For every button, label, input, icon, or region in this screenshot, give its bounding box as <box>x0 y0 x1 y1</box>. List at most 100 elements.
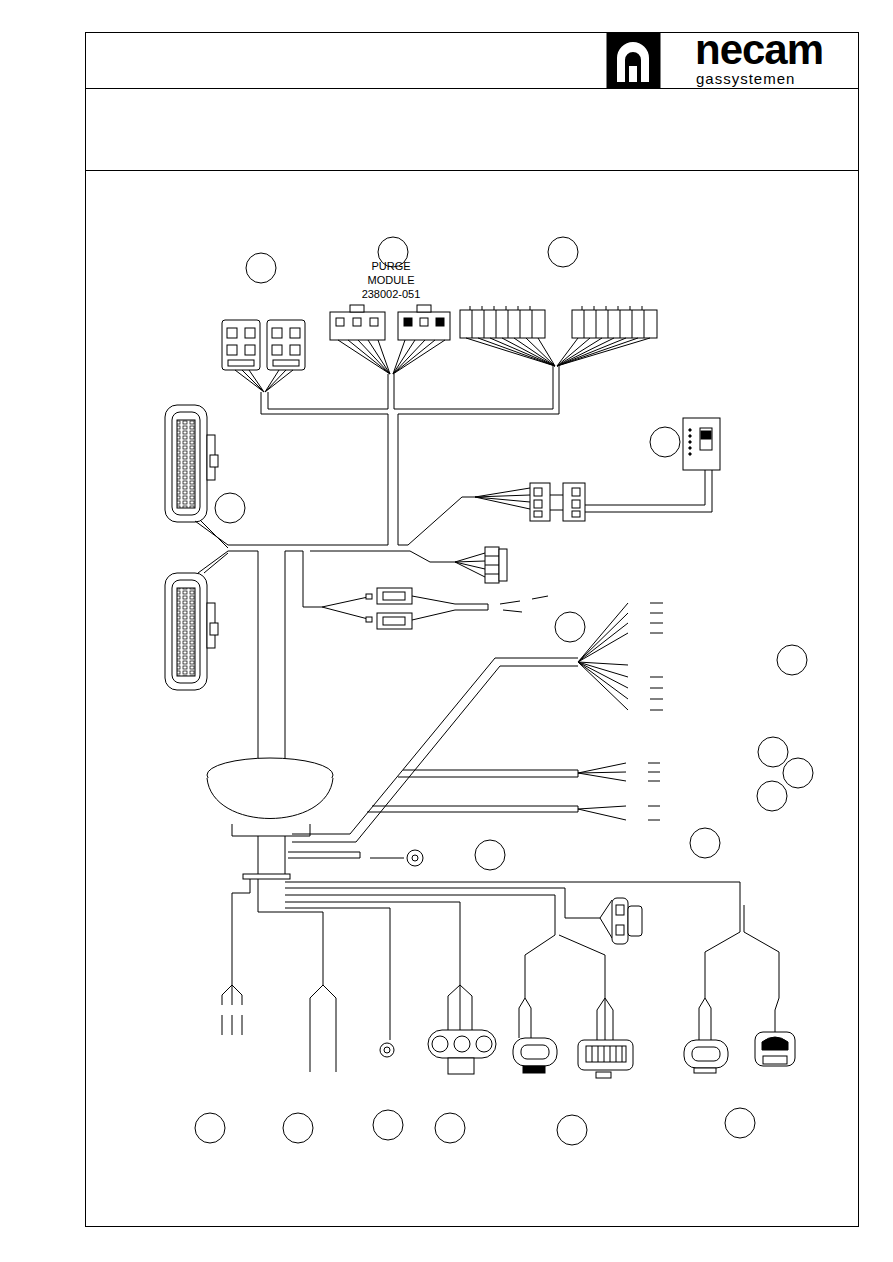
lower-harness <box>705 905 779 985</box>
callout-circle <box>195 237 813 1145</box>
two-pin-connector <box>699 985 711 1040</box>
callout-circle <box>548 237 578 267</box>
purge-connector <box>338 340 390 374</box>
three-pin-connector <box>428 1030 496 1058</box>
lower-harness <box>243 874 290 879</box>
purge-connector <box>353 318 361 326</box>
switch-connector <box>572 488 580 496</box>
switch-connector <box>475 488 530 509</box>
relay-connector <box>228 360 254 366</box>
callout-circle <box>777 645 807 675</box>
ecu-connector <box>165 405 228 690</box>
fuse-holder <box>383 592 405 600</box>
fuse-holder <box>322 597 368 619</box>
wire-harness <box>228 545 388 546</box>
long-branch <box>292 666 578 842</box>
wire-harness <box>268 374 388 409</box>
long-branch <box>292 603 663 842</box>
callout-circle <box>283 1113 313 1143</box>
multi-pin-connector <box>584 310 644 338</box>
page-frame <box>85 33 859 1227</box>
two-pin-connector <box>513 1038 557 1066</box>
multi-pin-connector <box>460 310 545 338</box>
wire-harness <box>228 551 258 760</box>
relay-connector <box>245 345 255 355</box>
multi-pin-connector <box>472 310 532 338</box>
relay-connector <box>235 370 293 392</box>
page-frame <box>85 88 858 89</box>
switch-connector <box>534 500 542 508</box>
callout-circle <box>475 840 505 870</box>
brand-subtitle: gassystemen <box>696 71 795 86</box>
purge-connector <box>420 318 428 326</box>
switch-connector <box>701 431 711 439</box>
wire-harness <box>398 366 559 545</box>
lower-harness <box>285 908 390 990</box>
callout-circle <box>195 1113 225 1143</box>
three-pin-connector <box>448 1058 474 1074</box>
logo-mark <box>617 42 649 82</box>
switch-connector <box>550 495 563 510</box>
lower-harness <box>370 858 404 859</box>
four-pin-connector <box>499 549 507 581</box>
logo-block: necamgassystemen <box>660 33 857 88</box>
wire-harness <box>261 392 388 545</box>
lower-harness <box>525 935 605 985</box>
purge-connector <box>417 305 431 312</box>
two-pin-connector <box>586 1046 626 1062</box>
long-branch <box>648 763 660 781</box>
relay-connector <box>245 328 255 338</box>
logo-mark <box>607 33 660 88</box>
multi-pin-connector <box>466 338 555 366</box>
sensor-connector <box>616 925 624 935</box>
page-frame <box>85 170 858 171</box>
callout-circle <box>725 1108 755 1138</box>
two-pin-connector <box>596 1072 611 1078</box>
relay-connector <box>290 328 300 338</box>
fuse-holder <box>455 604 488 610</box>
long-branch <box>398 770 578 777</box>
switch-connector <box>689 435 691 437</box>
ring-terminal <box>380 990 394 1057</box>
sensor-connector <box>600 900 612 938</box>
purge-connector <box>370 318 378 326</box>
three-pin-connector <box>448 985 472 1030</box>
long-branch <box>578 763 626 781</box>
lower-harness <box>258 879 323 985</box>
two-pin-connector <box>755 1032 795 1066</box>
switch-connector <box>530 483 550 521</box>
callout-circle <box>650 427 680 457</box>
purge-connector <box>336 318 344 326</box>
lower-harness <box>407 850 423 866</box>
three-pin-connector <box>432 1036 448 1052</box>
purge-connector <box>404 318 412 326</box>
logo-mark <box>607 33 660 88</box>
four-pin-connector <box>455 553 485 577</box>
purge-connector <box>330 312 385 340</box>
sensor-connector <box>628 906 642 936</box>
ecu-connector <box>165 405 207 522</box>
fuse-holder <box>412 596 455 620</box>
ring-terminal <box>390 990 391 1040</box>
switch-connector <box>689 447 691 449</box>
switch-connector <box>689 429 691 431</box>
part-label: PURGE MODULE 238002-051 <box>355 260 427 302</box>
callout-circle <box>215 493 245 523</box>
relay-connector <box>267 320 305 370</box>
switch-connector <box>475 418 720 521</box>
relay-connector <box>222 320 260 370</box>
wire-end <box>222 985 336 1072</box>
ecu-connector <box>210 623 218 635</box>
callout-circle <box>555 612 585 642</box>
three-pin-connector <box>454 1036 470 1052</box>
purge-connector <box>436 318 444 326</box>
fuse-holder <box>377 588 412 604</box>
fuse-holder <box>383 617 405 625</box>
switch-connector <box>572 511 580 517</box>
long-branch <box>367 806 578 812</box>
lower-harness <box>285 895 555 935</box>
ecu-connector <box>195 521 228 573</box>
callout-circle <box>557 1115 587 1145</box>
two-pin-connector <box>513 985 795 1078</box>
two-pin-connector <box>694 1068 716 1073</box>
